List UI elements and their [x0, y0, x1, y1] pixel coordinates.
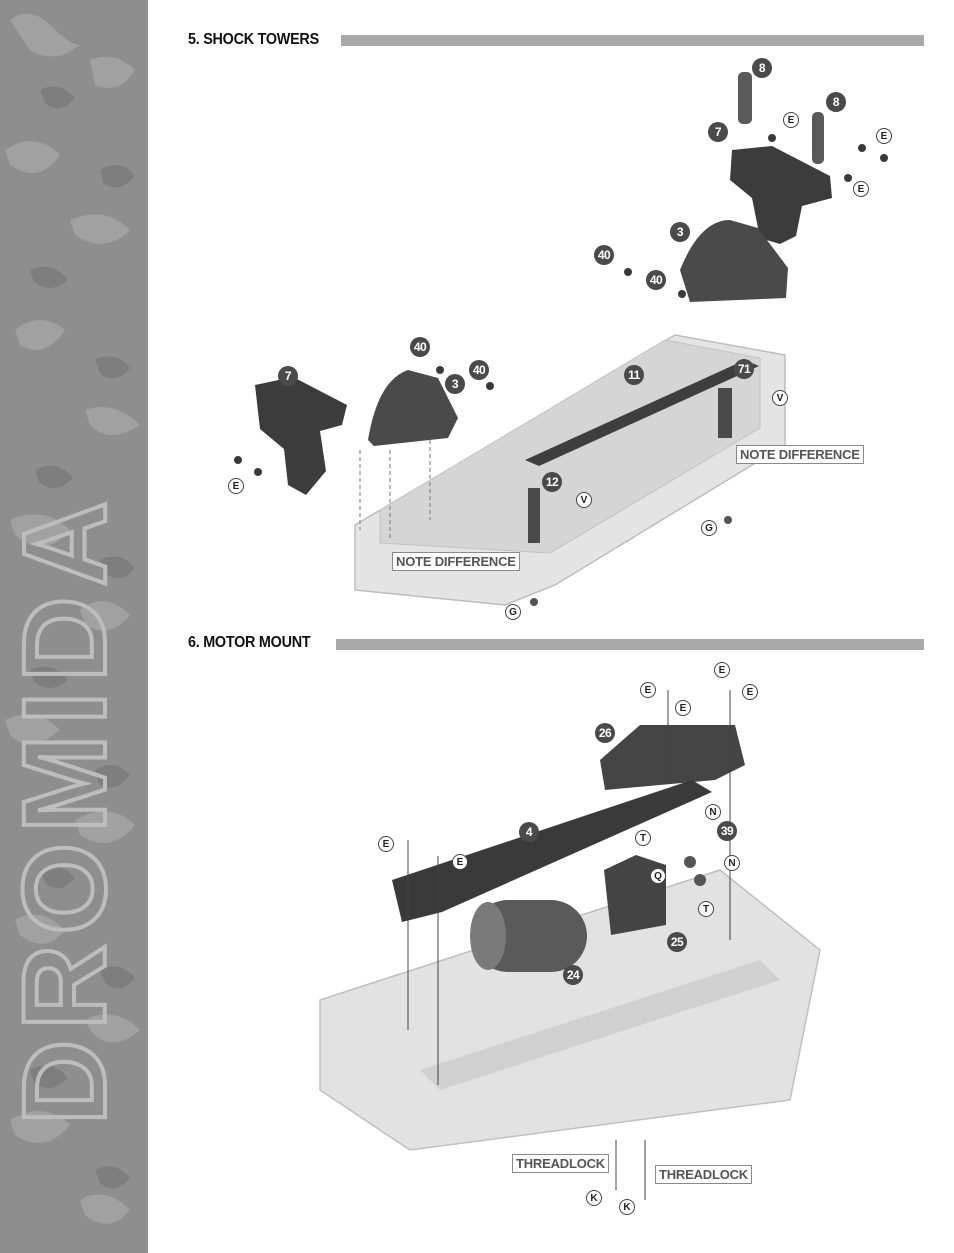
threadlock-label: THREADLOCK: [512, 1154, 609, 1173]
part-callout: 3: [445, 374, 465, 394]
part-callout: 11: [624, 365, 644, 385]
hardware-callout: K: [619, 1199, 635, 1215]
part-callout: 39: [717, 821, 737, 841]
lower-tower-assembly: [234, 366, 494, 540]
part-callout: 40: [410, 337, 430, 357]
sidebar-brand-strip: DROMIDA: [0, 0, 148, 1253]
hardware-callout: E: [640, 682, 656, 698]
part-callout: 12: [542, 472, 562, 492]
hardware-callout: V: [576, 492, 592, 508]
part-callout: 25: [667, 932, 687, 952]
brand-logo: DROMIDA: [0, 489, 133, 1127]
part-callout: 26: [595, 723, 615, 743]
threadlock-label: THREADLOCK: [655, 1165, 752, 1184]
section-divider-bar: [336, 639, 924, 650]
part-callout: 8: [826, 92, 846, 112]
part-callout: 3: [670, 222, 690, 242]
part-callout: 71: [734, 359, 754, 379]
part-callout: 40: [469, 360, 489, 380]
note-difference-label: NOTE DIFFERENCE: [736, 445, 864, 464]
hardware-callout: E: [228, 478, 244, 494]
section-header-motor-mount: 6. MOTOR MOUNT: [188, 632, 324, 654]
hardware-callout: V: [772, 390, 788, 406]
hardware-callout: N: [705, 804, 721, 820]
section-title: 6. MOTOR MOUNT: [188, 634, 311, 651]
camo-texture: [5, 13, 140, 1224]
upper-tower-assembly: [624, 72, 888, 302]
part-callout: 8: [752, 58, 772, 78]
section-title: 5. SHOCK TOWERS: [188, 31, 319, 48]
hardware-callout: G: [505, 604, 521, 620]
section-divider-bar: [341, 35, 924, 46]
part-callout: 4: [519, 822, 539, 842]
note-difference-label: NOTE DIFFERENCE: [392, 552, 520, 571]
part-callout: 24: [563, 965, 583, 985]
hardware-callout: Q: [650, 868, 666, 884]
chassis-outline: [354, 334, 786, 606]
section-header-shock-towers: 5. SHOCK TOWERS: [188, 29, 333, 51]
brand-logo-text: DROMIDA: [0, 491, 131, 1125]
part-callout: 40: [646, 270, 666, 290]
part-callout: 7: [708, 122, 728, 142]
hardware-callout: T: [698, 901, 714, 917]
hardware-callout: T: [635, 830, 651, 846]
hardware-callout: E: [876, 128, 892, 144]
hardware-callout: G: [701, 520, 717, 536]
hardware-callout: E: [452, 854, 468, 870]
hardware-callout: E: [714, 662, 730, 678]
hardware-callout: E: [742, 684, 758, 700]
hardware-callout: K: [586, 1190, 602, 1206]
part-callout: 7: [278, 366, 298, 386]
hardware-callout: E: [378, 836, 394, 852]
hardware-callout: E: [675, 700, 691, 716]
hardware-callout: E: [853, 181, 869, 197]
hardware-callout: E: [783, 112, 799, 128]
part-callout: 40: [594, 245, 614, 265]
hardware-callout: N: [724, 855, 740, 871]
motor-mount-chassis: [319, 869, 821, 1151]
